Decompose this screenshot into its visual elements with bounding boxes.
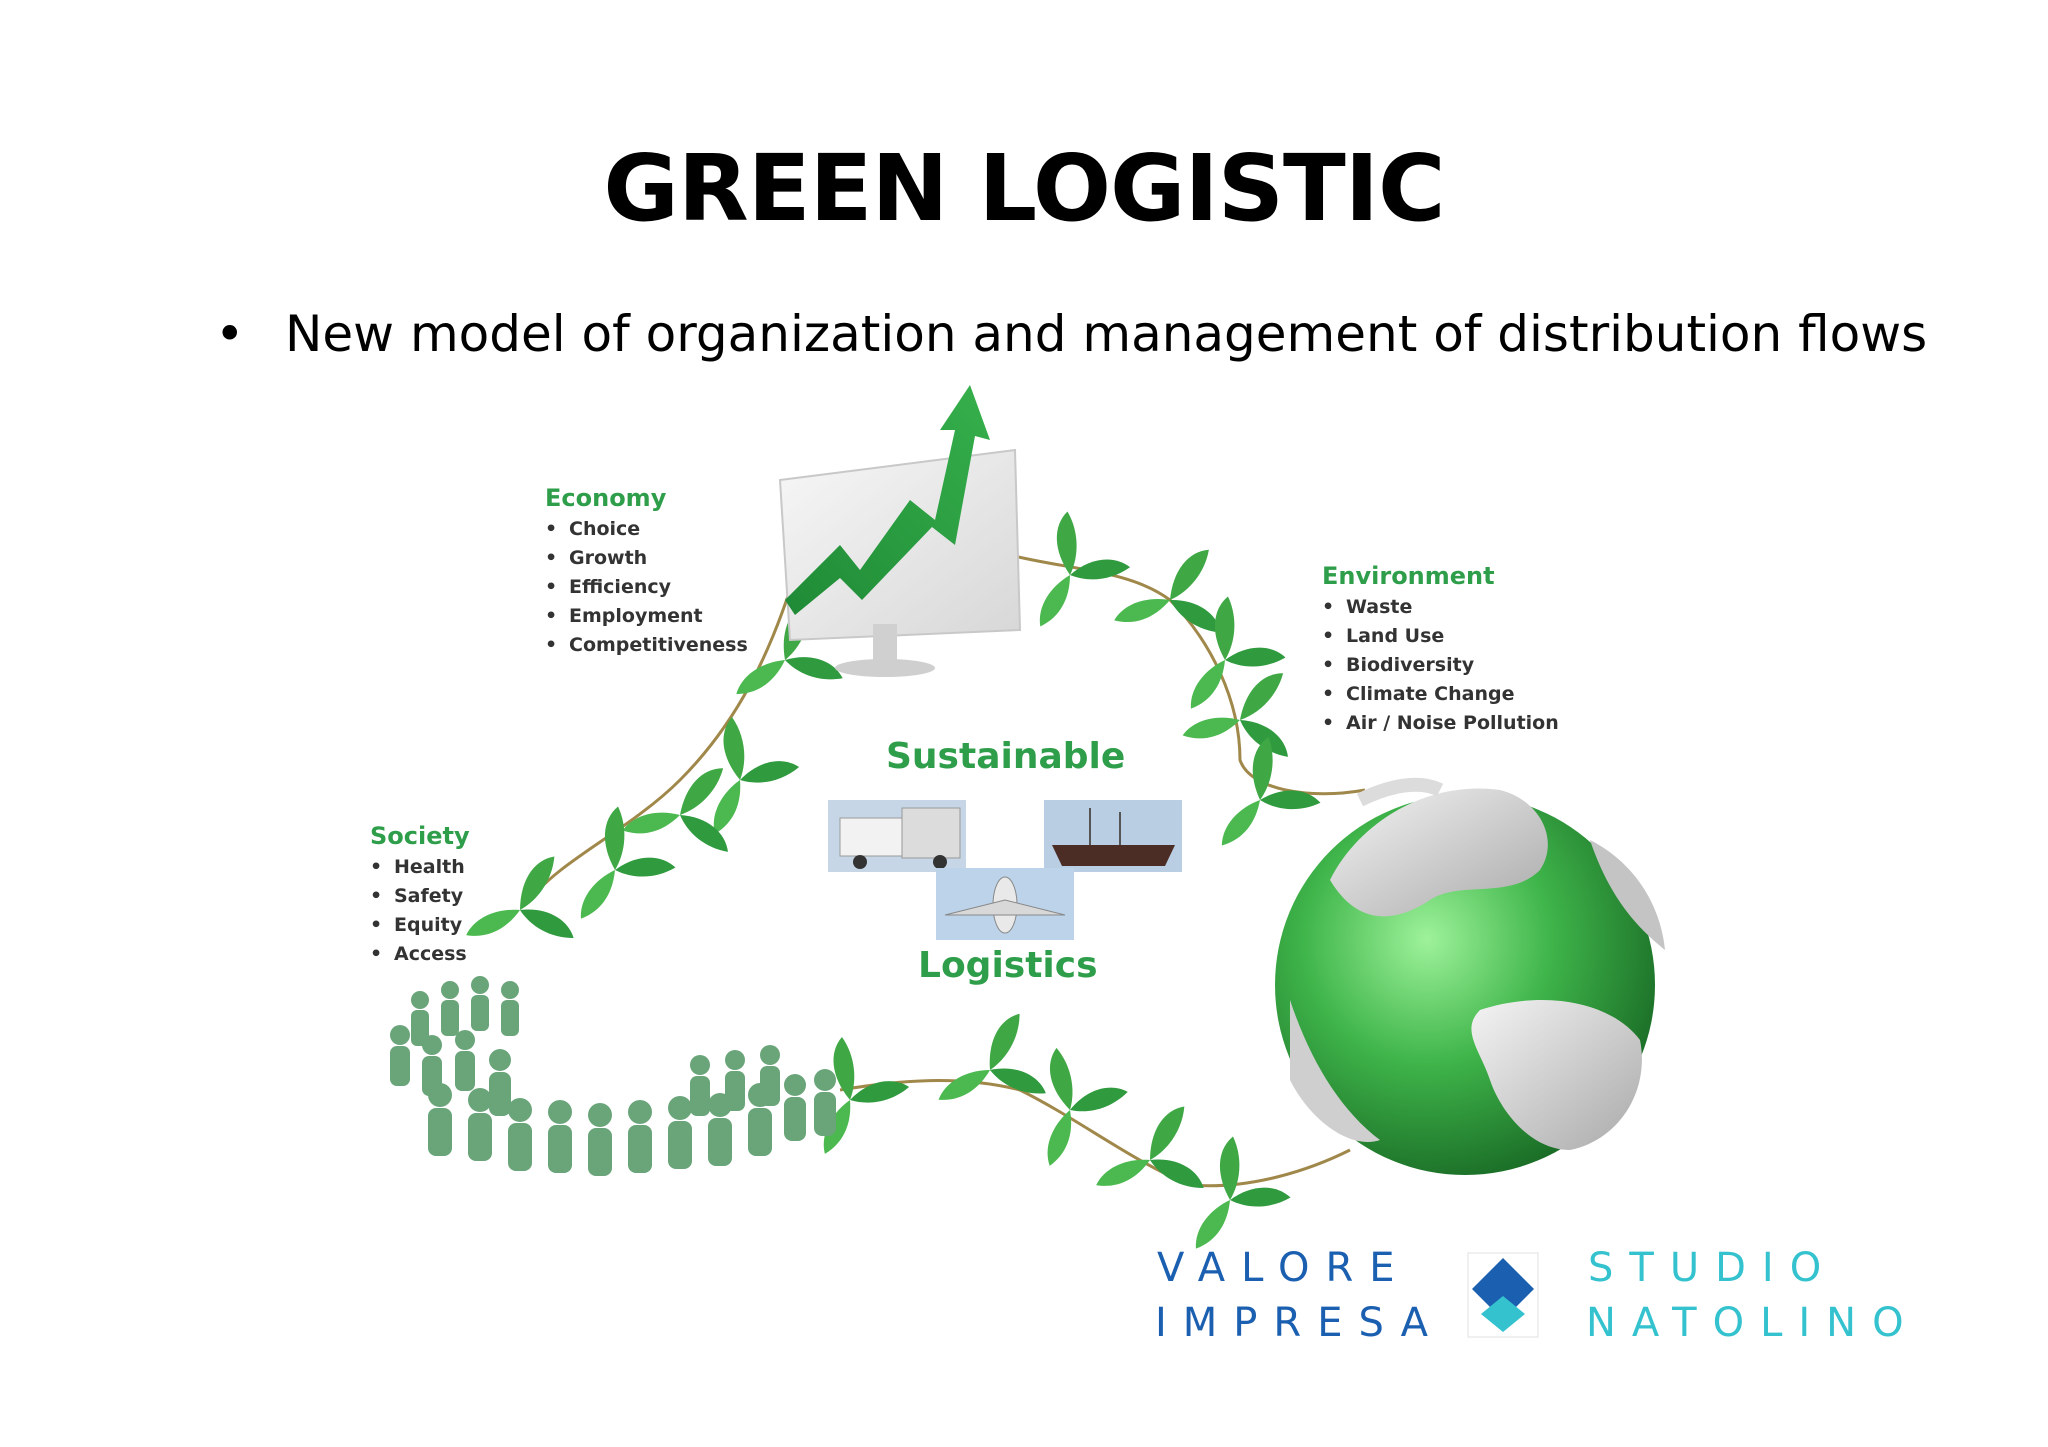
society-list: Health Safety Equity Access [370,856,467,972]
slide-title: GREEN LOGISTIC [603,135,1445,242]
environment-list: Waste Land Use Biodiversity Climate Chan… [1322,596,1559,741]
sustainable-label: Sustainable [886,736,1126,777]
growth-chart-monitor-icon [778,385,1022,677]
ship-photo [1044,800,1182,872]
leaf-icon [1177,1128,1297,1249]
logo-studio: STUDIO [1588,1245,1838,1291]
bullet-dot: • [215,305,245,363]
logo-valore: VALORE [1157,1245,1411,1291]
people-crowd-icon [390,976,836,1176]
society-title: Society [370,822,470,850]
leaf-icon [679,701,811,834]
environment-title: Environment [1322,562,1495,590]
society-item: Equity [370,914,467,943]
logo-natolino: NATOLINO [1586,1300,1920,1346]
economy-title: Economy [545,484,667,512]
environment-item: Biodiversity [1322,654,1559,683]
economy-list: Choice Growth Efficiency Employment Comp… [545,518,748,663]
environment-item: Waste [1322,596,1559,625]
logistics-label: Logistics [918,945,1098,986]
leaf-icon [1013,499,1139,627]
economy-item: Employment [545,605,748,634]
economy-item: Growth [545,547,748,576]
globe-icon [1275,777,1665,1175]
economy-item: Efficiency [545,576,748,605]
environment-item: Climate Change [1322,683,1559,712]
economy-item: Choice [545,518,748,547]
leaf-icon [1212,733,1324,846]
environment-item: Land Use [1322,625,1559,654]
society-item: Health [370,856,467,885]
truck-photo [828,800,966,872]
environment-item: Air / Noise Pollution [1322,712,1559,741]
society-item: Access [370,943,467,972]
bullet-text: New model of organization and management… [285,305,1928,363]
logo-impresa: IMPRESA [1155,1300,1444,1346]
leaf-icon [938,999,1065,1127]
logo-diamond-icon [1467,1252,1539,1338]
leaf-icon [1005,1028,1143,1166]
leaf-icon [1096,1087,1228,1220]
bullet-item: • New model of organization and managemen… [215,305,1927,363]
economy-item: Competitiveness [545,634,748,663]
society-item: Safety [370,885,467,914]
airplane-photo [936,868,1074,940]
